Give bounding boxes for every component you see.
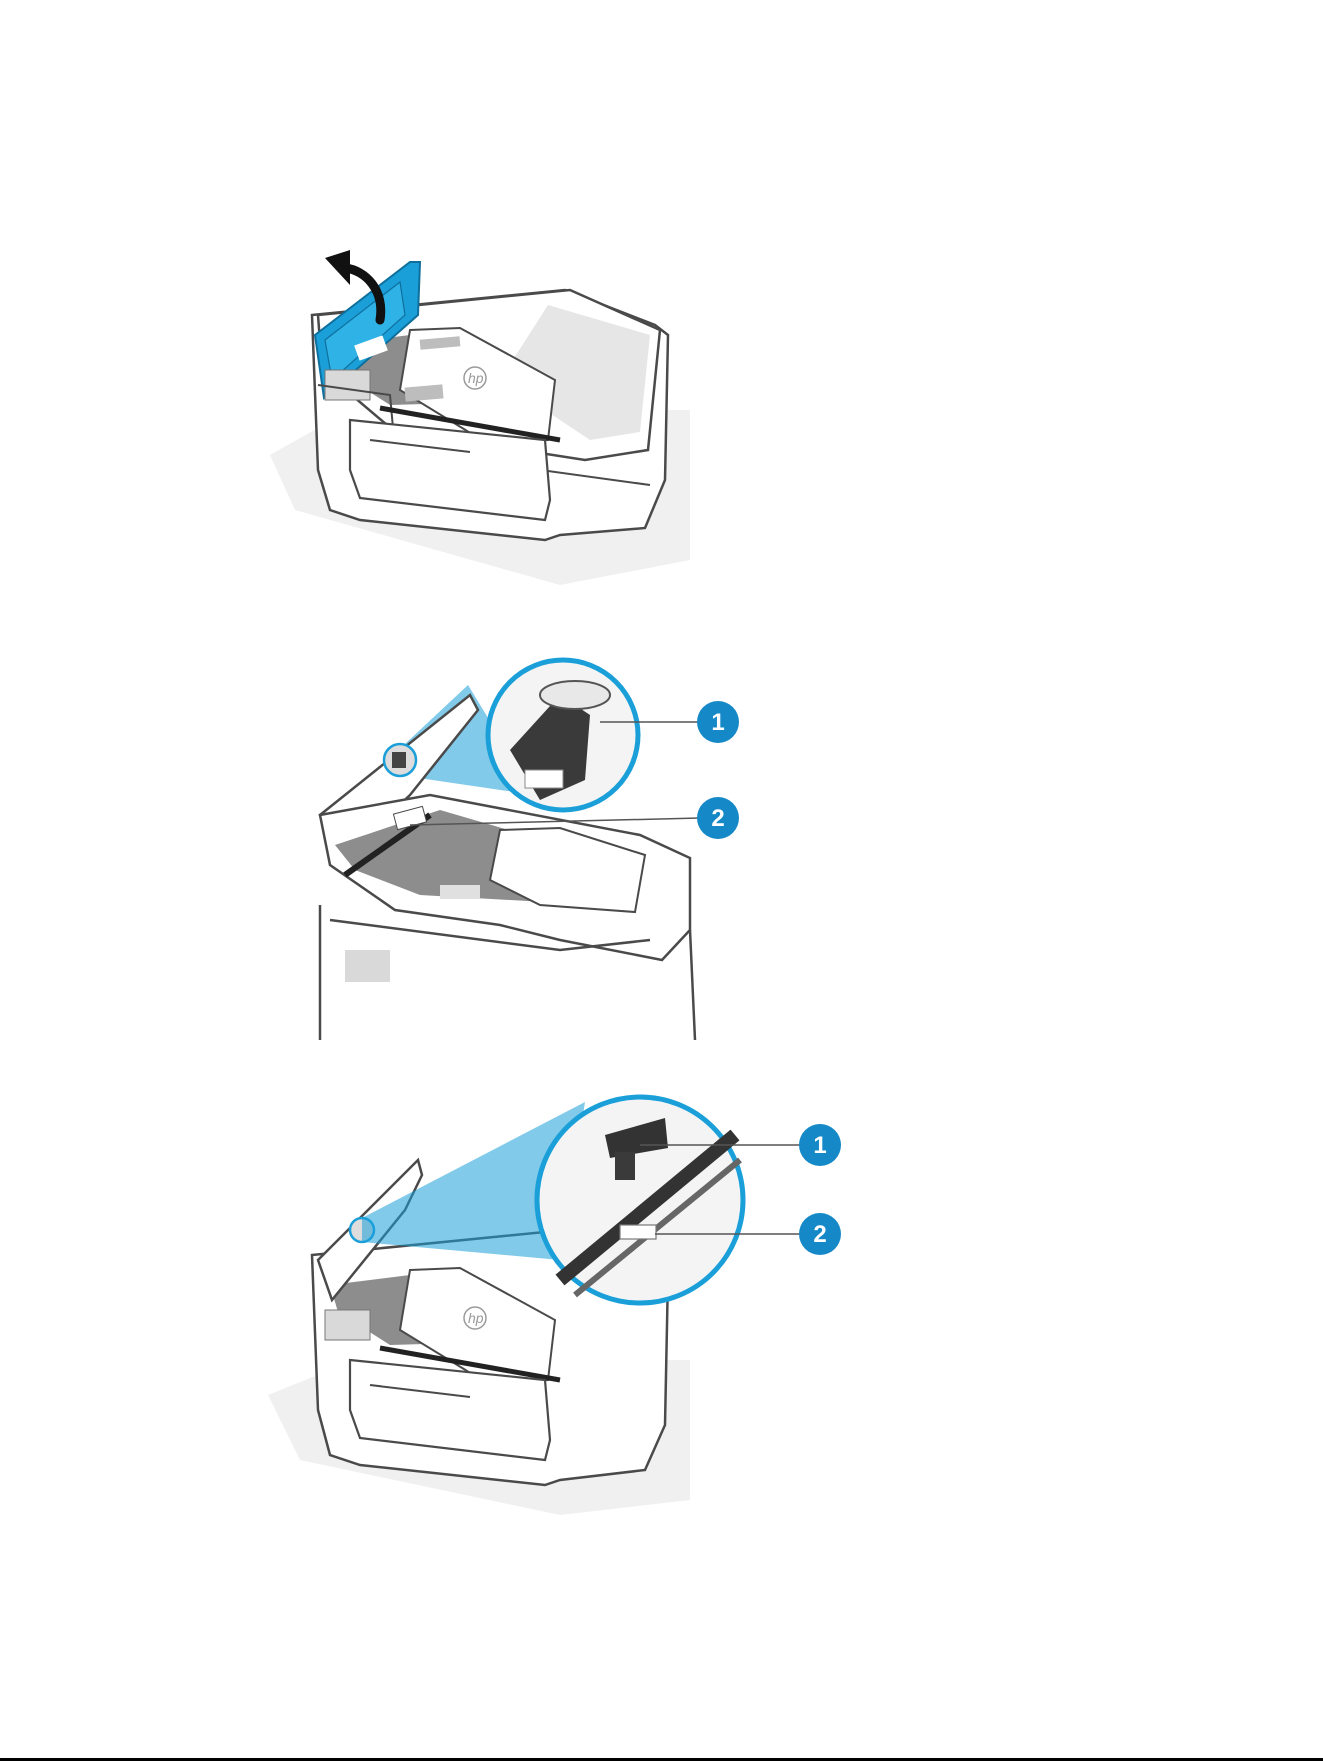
callout-2: 2: [799, 1213, 841, 1255]
figure-adf-rollers-zoom: hp 1 2: [0, 1040, 900, 1520]
callout-1-label: 1: [813, 1132, 826, 1159]
zoom-roller-tab: [525, 770, 563, 788]
figure-open-adf-cover: hp: [0, 140, 800, 600]
callout-2-label: 2: [711, 805, 724, 832]
callout-2-label: 2: [813, 1221, 826, 1248]
callout-2: 2: [697, 797, 739, 839]
zoom-roller-bracket: [615, 1152, 635, 1180]
callout-1: 1: [799, 1124, 841, 1166]
figure-adf-cover-detail: 1 2: [0, 640, 800, 1040]
control-panel-screen: [325, 370, 370, 400]
control-panel-screen: [345, 950, 390, 982]
callout-1-label: 1: [711, 709, 724, 736]
hp-logo-text: hp: [468, 1310, 484, 1326]
roller-small-detail: [392, 752, 406, 768]
control-panel-screen: [325, 1310, 370, 1340]
curved-arrow-head: [325, 250, 350, 285]
tray-paper-guide: [440, 885, 480, 899]
zoom-paper-tab: [620, 1225, 656, 1239]
hp-logo-icon: hp: [464, 367, 486, 389]
hp-logo-icon: hp: [464, 1307, 486, 1329]
callout-1: 1: [697, 701, 739, 743]
hp-logo-text: hp: [468, 370, 484, 386]
zoom-roller: [540, 681, 610, 709]
